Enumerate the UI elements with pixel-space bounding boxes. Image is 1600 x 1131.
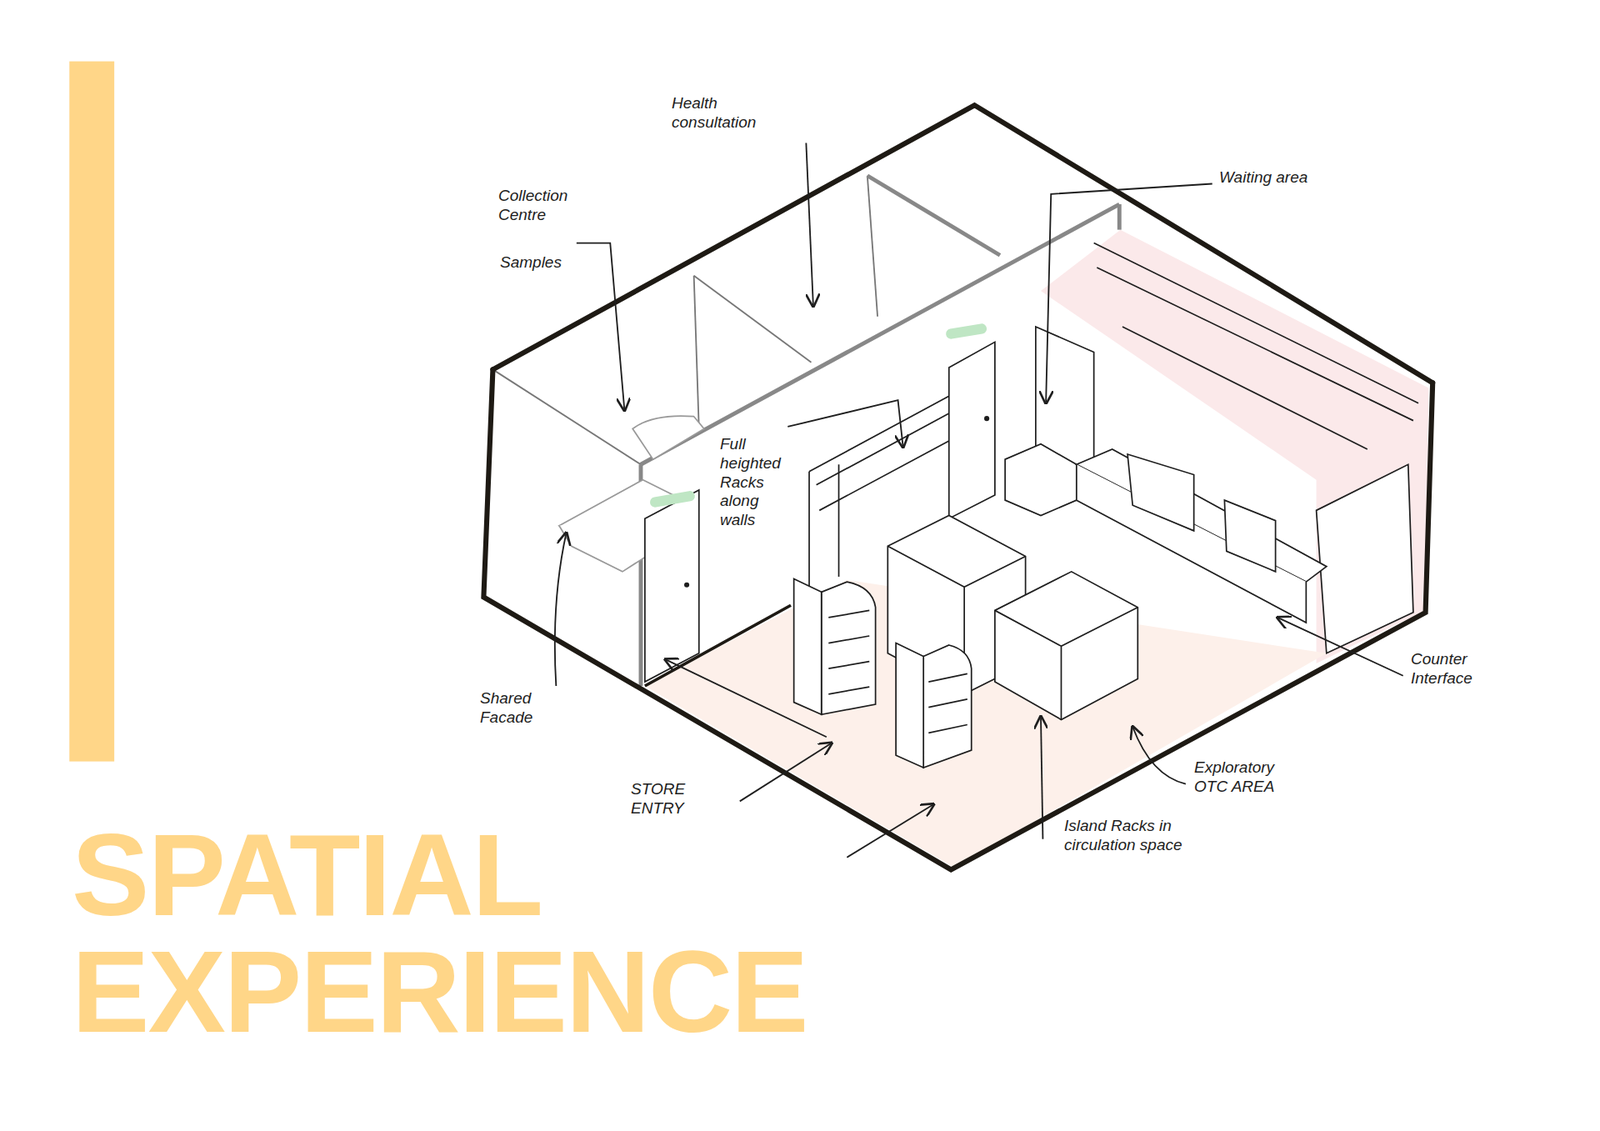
outer-box xyxy=(483,105,1433,870)
door-knob xyxy=(684,582,690,588)
annotation-label: Island Racks in circulation space xyxy=(1064,816,1210,855)
island-racks xyxy=(794,515,1139,768)
annotation-label: Health consultation xyxy=(671,94,780,133)
annotation-label: Waiting area xyxy=(1219,168,1345,188)
accent-bar xyxy=(69,61,115,762)
annotation-label: Collection Centre xyxy=(498,186,586,225)
page-title: SPATIAL EXPERIENCE xyxy=(71,816,1030,1050)
annotation-label: Shared Facade xyxy=(480,689,551,728)
annotation-label: Exploratory OTC AREA xyxy=(1194,758,1299,797)
exit-signs xyxy=(655,328,982,502)
leader-lines xyxy=(555,143,1404,858)
annotation-label: STORE ENTRY xyxy=(630,780,702,819)
annotation-label: Full heighted Racks along walls xyxy=(720,435,787,530)
partitions xyxy=(492,175,878,465)
annotation-label: Counter Interface xyxy=(1410,650,1495,689)
door-knob xyxy=(984,415,990,421)
annotation-label: Samples xyxy=(500,253,592,273)
entry-edge xyxy=(645,605,791,686)
